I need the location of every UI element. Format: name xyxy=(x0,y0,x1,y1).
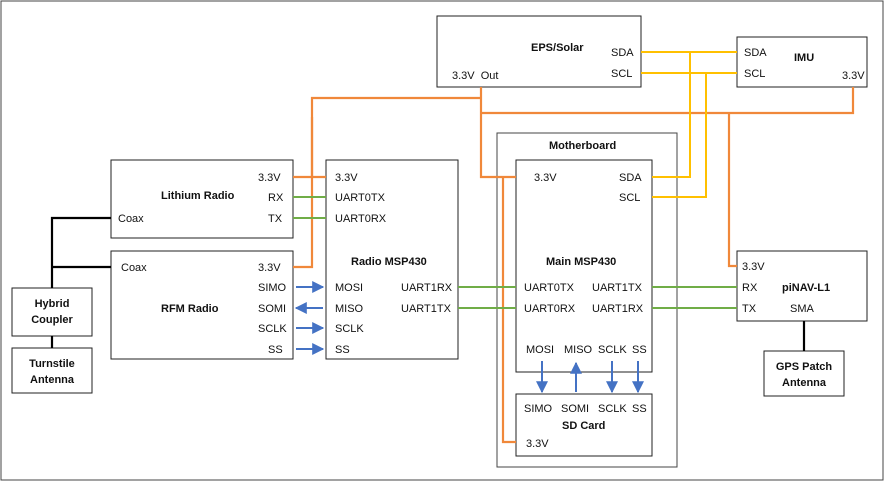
eps-solar-box xyxy=(436,15,642,88)
rfm-title: RFM Radio xyxy=(161,303,219,315)
main-msp-miso-label: MISO xyxy=(564,344,593,356)
lithium-title: Lithium Radio xyxy=(161,190,235,202)
main-msp-uart1tx-label: UART1TX xyxy=(592,282,643,294)
rfm-somi-label: SOMI xyxy=(258,303,286,315)
sd-title: SD Card xyxy=(562,420,605,432)
radio-msp430-box xyxy=(325,159,459,360)
pinav-sma-label: SMA xyxy=(790,303,815,315)
power-lines xyxy=(293,87,855,444)
lithium-coax-label: Coax xyxy=(118,213,144,225)
sd-3v3-label: 3.3V xyxy=(526,438,549,450)
gps-patch-antenna-box xyxy=(763,350,845,397)
hybrid-label-1: Hybrid xyxy=(35,298,70,310)
rfm-3v3-label: 3.3V xyxy=(258,262,281,274)
main-msp-ss-label: SS xyxy=(632,344,647,356)
gps-label-2: Antenna xyxy=(782,377,827,389)
radio-msp-ss-label: SS xyxy=(335,344,350,356)
lithium-3v3-label: 3.3V xyxy=(258,172,281,184)
rfm-simo-label: SIMO xyxy=(258,282,287,294)
radio-msp-uart0tx-label: UART0TX xyxy=(335,192,386,204)
pinav-3v3-label: 3.3V xyxy=(742,261,765,273)
sd-simo-label: SIMO xyxy=(524,403,553,415)
main-msp-uart0tx-label: UART0TX xyxy=(524,282,575,294)
hybrid-coupler-box xyxy=(11,287,93,337)
turnstile-label-1: Turnstile xyxy=(29,358,75,370)
radio-msp-title: Radio MSP430 xyxy=(351,256,427,268)
rfm-radio-box xyxy=(110,250,294,360)
lithium-tx-label: TX xyxy=(268,213,283,225)
imu-box xyxy=(736,36,868,88)
pinav-title: piNAV-L1 xyxy=(782,282,830,294)
power-line-main xyxy=(479,87,516,179)
power-line-rfm xyxy=(293,117,314,269)
turnstile-label-2: Antenna xyxy=(30,374,75,386)
imu-title: IMU xyxy=(794,52,814,64)
i2c-scl-main xyxy=(652,73,707,198)
power-line-sd xyxy=(501,177,516,444)
eps-out-label: 3.3V Out xyxy=(452,70,498,82)
radio-msp-sclk-label: SCLK xyxy=(335,323,364,335)
main-msp-scl-label: SCL xyxy=(619,192,640,204)
radio-msp-uart1rx-label: UART1RX xyxy=(401,282,453,294)
rf-line-lithium xyxy=(50,216,111,288)
sd-card-box xyxy=(515,393,653,457)
eps-sda-label: SDA xyxy=(611,47,634,59)
lithium-radio-box xyxy=(110,159,294,239)
radio-msp-3v3-label: 3.3V xyxy=(335,172,358,184)
radio-msp-miso-label: MISO xyxy=(335,303,364,315)
motherboard-box xyxy=(496,132,678,468)
radio-msp-uart1tx-label: UART1TX xyxy=(401,303,452,315)
motherboard-title: Motherboard xyxy=(549,140,616,152)
i2c-lines xyxy=(641,51,737,198)
turnstile-antenna-box xyxy=(11,347,93,394)
pinav-box xyxy=(736,250,868,322)
i2c-sda-main xyxy=(652,52,691,178)
radio-msp-mosi-label: MOSI xyxy=(335,282,363,294)
radio-msp-uart0rx-label: UART0RX xyxy=(335,213,387,225)
power-line-pinav xyxy=(727,113,737,268)
pinav-tx-label: TX xyxy=(742,303,757,315)
gps-label-1: GPS Patch xyxy=(776,361,833,373)
main-msp-title: Main MSP430 xyxy=(546,256,616,268)
main-msp-sda-label: SDA xyxy=(619,172,642,184)
main-msp-sclk-label: SCLK xyxy=(598,344,627,356)
power-line-imu xyxy=(481,87,855,115)
rf-lines xyxy=(50,216,806,351)
main-msp430-box xyxy=(515,159,653,373)
pinav-rx-label: RX xyxy=(742,282,758,294)
sd-sclk-label: SCLK xyxy=(598,403,627,415)
sd-somi-label: SOMI xyxy=(561,403,589,415)
rfm-coax-label: Coax xyxy=(121,262,147,274)
rfm-sclk-label: SCLK xyxy=(258,323,287,335)
sd-ss-label: SS xyxy=(632,403,647,415)
hybrid-label-2: Coupler xyxy=(31,314,73,326)
spi-arrows xyxy=(294,281,644,394)
main-msp-uart0rx-label: UART0RX xyxy=(524,303,576,315)
imu-scl-label: SCL xyxy=(744,68,765,80)
eps-title: EPS/Solar xyxy=(531,42,584,54)
imu-sda-label: SDA xyxy=(744,47,767,59)
eps-scl-label: SCL xyxy=(611,68,632,80)
rfm-ss-label: SS xyxy=(268,344,283,356)
imu-3v3-label: 3.3V xyxy=(842,70,865,82)
uart-lines xyxy=(293,196,737,309)
main-msp-3v3-label: 3.3V xyxy=(534,172,557,184)
lithium-rx-label: RX xyxy=(268,192,284,204)
main-msp-uart1rx-label: UART1RX xyxy=(592,303,644,315)
main-msp-mosi-label: MOSI xyxy=(526,344,554,356)
